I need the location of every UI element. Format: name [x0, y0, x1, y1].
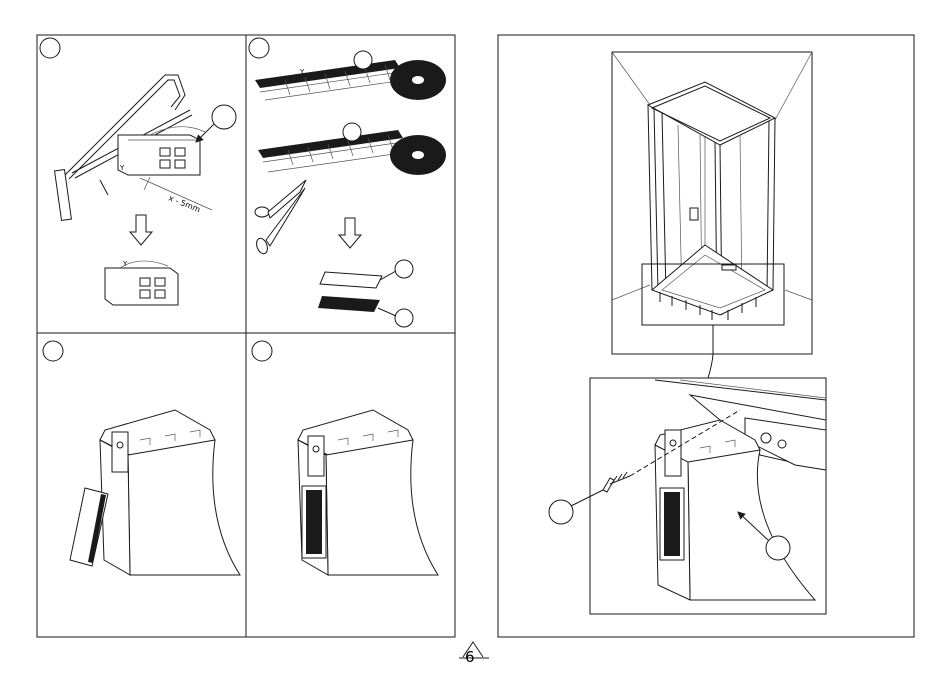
callout-circle-strip-white	[395, 260, 413, 278]
tape-top-tick-label: Y	[299, 68, 305, 76]
step-circle-4	[252, 341, 272, 361]
tape-roll-top	[390, 60, 446, 100]
down-arrow-1	[130, 215, 152, 245]
panel-strip-attached	[252, 341, 438, 575]
down-arrow-2	[339, 218, 361, 248]
cut-dimension-label: x - 5mm	[167, 194, 202, 215]
page-number-text: 6	[465, 648, 475, 666]
tape-strip-bottom	[258, 130, 408, 172]
scissors-icon	[255, 180, 306, 255]
bracket-illustration-3	[100, 410, 240, 575]
callout-circle-tape-bottom	[343, 123, 361, 141]
callout-circle-strip-black	[395, 309, 413, 327]
tape-strip-top: Y	[255, 60, 405, 100]
right-sheet	[498, 35, 914, 637]
panel-cut-tape: Y	[249, 38, 446, 327]
detail-illustration	[603, 380, 826, 600]
tape-roll-bottom	[390, 135, 446, 175]
panel-attach-strip	[43, 341, 240, 575]
cut-strip-black	[318, 296, 380, 312]
y-marker-top: Y	[119, 164, 125, 172]
cut-strip-white	[320, 272, 382, 288]
profile-piece	[118, 127, 205, 175]
callout-circle-tape-top	[354, 51, 372, 69]
y-marker-bottom: Y	[122, 260, 128, 268]
cut-profile-result: Y	[105, 260, 178, 305]
detail-connector-line	[708, 325, 713, 378]
callout-circle-saw	[212, 105, 236, 129]
page-number: 6	[459, 642, 489, 666]
step-circle-2	[249, 38, 269, 58]
step-circle-3	[43, 341, 63, 361]
panel-cut-profile: Y x - 5mm Y	[40, 38, 236, 305]
step-circle-1	[40, 38, 60, 58]
callout-circle-screw	[549, 500, 573, 524]
callout-circle-bracket	[766, 536, 790, 560]
